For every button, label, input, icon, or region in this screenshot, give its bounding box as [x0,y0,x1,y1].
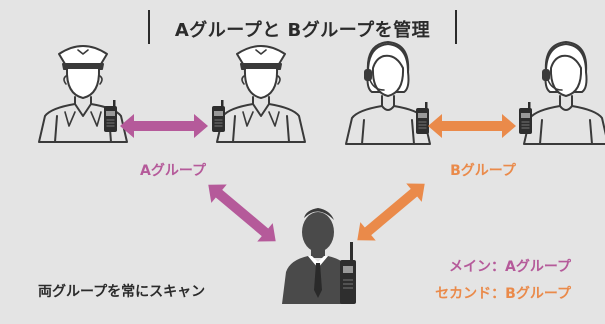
group-b-label: Bグループ [450,163,516,179]
radio-icon [340,242,356,304]
double-arrow-icon [428,114,516,138]
guard-icon [216,45,306,143]
double-arrow-icon [120,114,208,138]
operator-headset-icon [523,41,605,145]
group-a-label: Aグループ [140,163,206,179]
radio-icon [415,101,430,135]
radio-icon [103,99,118,133]
radio-icon [211,99,226,133]
double-arrow-icon [200,175,284,251]
title-bracket-right [455,10,457,44]
main-group-label: メイン：Aグループ [449,259,571,275]
diagram-title: Aグループと Bグループを管理 [174,20,431,41]
double-arrow-icon [349,174,433,250]
second-group-label: セカンド：Bグループ [435,286,571,302]
scan-caption: 両グループを常にスキャン [38,284,206,300]
businessman-icon [282,208,354,304]
radio-icon [518,101,533,135]
title-bracket-left [148,10,150,44]
